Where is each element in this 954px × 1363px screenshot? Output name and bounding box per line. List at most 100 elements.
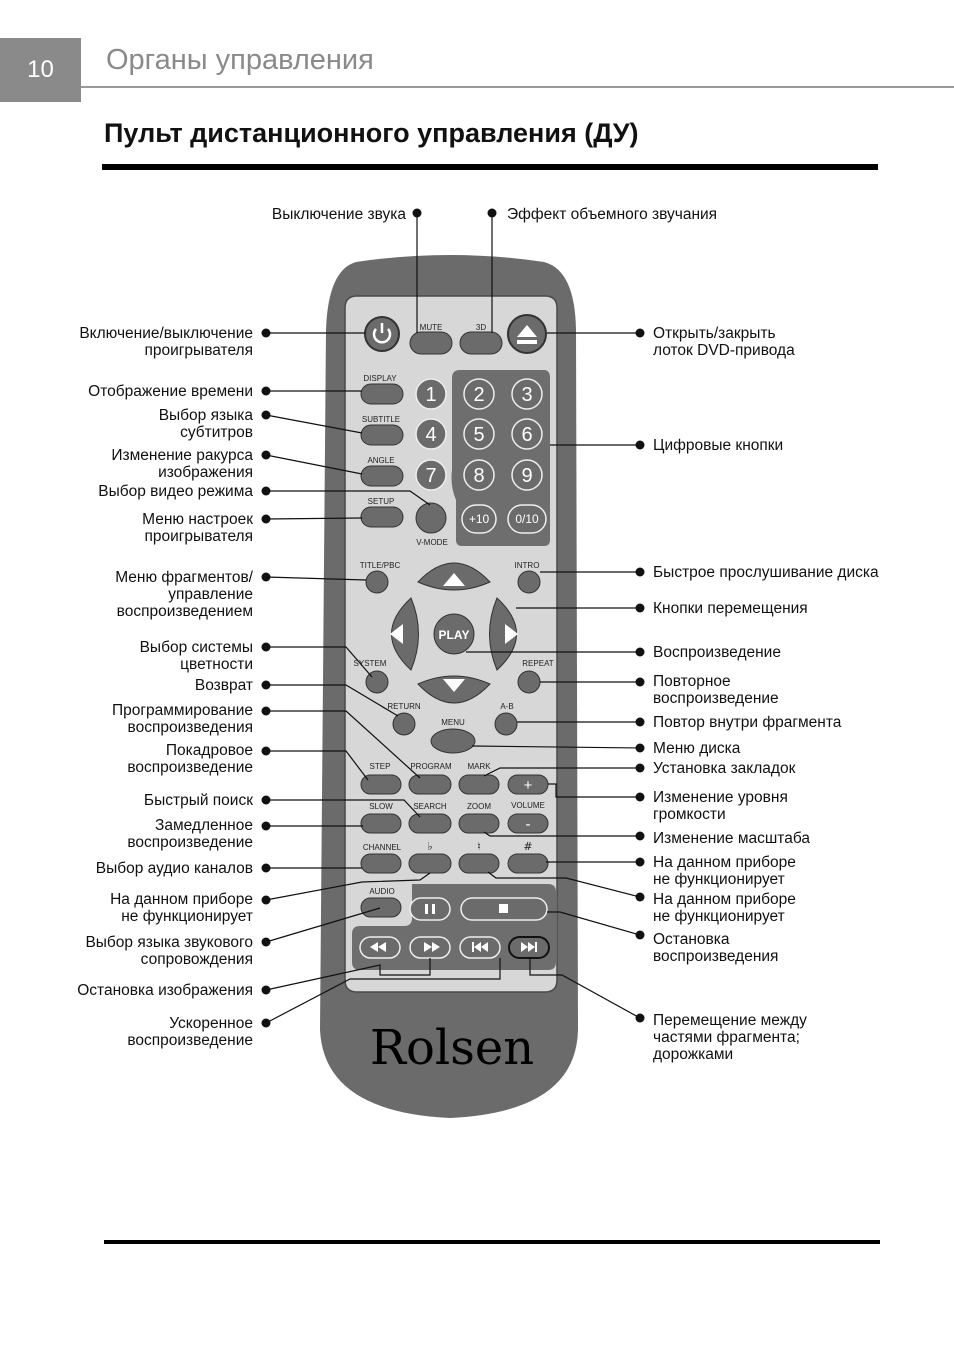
callout-left-14: Выбор аудио каналов (95, 860, 253, 877)
callout-left-8: Выбор системы цветности (139, 639, 253, 673)
step-button[interactable] (360, 774, 402, 795)
mute-button[interactable] (409, 331, 453, 355)
digit-5-button[interactable] (463, 418, 495, 450)
callout-left-9: Возврат (194, 677, 253, 694)
menu-label: MENU (441, 718, 465, 727)
mute-label: MUTE (420, 323, 443, 332)
return-button[interactable] (392, 712, 416, 736)
pause-icon (425, 904, 435, 914)
stop-icon (499, 904, 508, 913)
display-button[interactable] (360, 383, 404, 405)
digit-7-button[interactable] (415, 459, 447, 491)
menu-button[interactable] (430, 728, 476, 754)
digit-8-label: 8 (473, 465, 484, 487)
callout-left-12: Быстрый поиск (143, 792, 253, 809)
setup-button[interactable] (360, 506, 404, 528)
subtitle-button[interactable] (360, 424, 404, 446)
callout-right-14: Остановка воспроизведения (653, 931, 779, 965)
callout-left-18: Ускоренное воспроизведение (127, 1015, 253, 1049)
play-button[interactable] (433, 613, 475, 655)
digit-4-label: 4 (425, 424, 436, 446)
zoom-button[interactable] (458, 813, 500, 834)
callout-right-13: На данном приборе не функционирует (653, 891, 796, 925)
callout-right-9: Установка закладок (653, 760, 796, 777)
channel-button[interactable] (360, 853, 402, 874)
vmode-button[interactable] (415, 502, 447, 534)
callout-left-16: Выбор языка звукового сопровождения (85, 934, 253, 968)
bottom-rule (104, 1240, 880, 1244)
program-label: PROGRAM (410, 762, 452, 771)
section-title: Органы управления (106, 44, 374, 76)
plus10-button[interactable] (461, 504, 497, 534)
ab-button[interactable] (494, 712, 518, 736)
plus10-label: +10 (469, 512, 490, 526)
callout-right-10: Изменение уровня громкости (653, 789, 788, 823)
callout-left-11: Покадровое воспроизведение (127, 742, 253, 776)
play-label: PLAY (439, 628, 470, 642)
3d-button[interactable] (459, 331, 503, 355)
mark-label: MARK (467, 762, 491, 771)
zero10-button[interactable] (507, 504, 547, 534)
prev-icon (472, 942, 488, 952)
callout-surround: Эффект объемного звучания (507, 206, 718, 223)
callout-left-4: Изменение ракурса изображения (111, 447, 253, 481)
sharp-label: # (523, 840, 532, 853)
callout-right-4: Кнопки перемещения (653, 600, 808, 617)
title-pbc-button[interactable] (365, 570, 389, 594)
return-label: RETURN (387, 702, 421, 711)
setup-label: SETUP (368, 497, 395, 506)
callout-right-8: Меню диска (653, 740, 741, 757)
callout-right-5: Воспроизведение (653, 644, 781, 661)
callout-right-1: Открыть/закрыть лоток DVD-привода (653, 325, 795, 359)
mark-button[interactable] (458, 774, 500, 795)
vol-minus-label: - (526, 816, 531, 833)
digit-9-label: 9 (521, 465, 532, 487)
pause-button[interactable] (409, 897, 451, 921)
callout-left-1: Включение/выключение проигрывателя (79, 325, 253, 359)
volume-label: VOLUME (511, 801, 545, 810)
digit-5-label: 5 (473, 424, 484, 446)
digit-9-button[interactable] (511, 459, 543, 491)
program-button[interactable] (408, 774, 452, 795)
nav-left-button[interactable] (391, 597, 419, 671)
digit-8-button[interactable] (463, 459, 495, 491)
intro-label: INTRO (515, 561, 540, 570)
zero10-label: 0/10 (515, 512, 539, 526)
intro-button[interactable] (517, 570, 541, 594)
slow-button[interactable] (360, 813, 402, 834)
digit-4-button[interactable] (415, 418, 447, 450)
digit-6-label: 6 (521, 424, 532, 446)
callout-right-6: Повторное воспроизведение (653, 673, 779, 707)
natural-label: ♮ (477, 840, 481, 853)
page-number: 10 (0, 38, 81, 102)
rewind-icon (370, 942, 386, 952)
brand-logo: Rolsen (370, 1020, 534, 1076)
flat-button[interactable] (408, 853, 452, 874)
natural-button[interactable] (458, 853, 500, 874)
callout-left-6: Меню настроек проигрывателя (142, 511, 253, 545)
callout-left-15: На данном приборе не функционирует (110, 891, 253, 925)
angle-label: ANGLE (367, 456, 394, 465)
digit-panel (451, 370, 550, 546)
arrow-left-icon (390, 624, 403, 644)
search-label: SEARCH (413, 802, 447, 811)
zoom-label: ZOOM (467, 802, 491, 811)
digit-2-button[interactable] (463, 378, 495, 410)
digit-6-button[interactable] (511, 418, 543, 450)
repeat-button[interactable] (517, 670, 541, 694)
angle-button[interactable] (360, 465, 404, 487)
repeat-label: REPEAT (522, 659, 554, 668)
sharp-button[interactable] (507, 853, 549, 874)
vol-minus-button[interactable] (507, 813, 549, 834)
power-button[interactable] (364, 316, 400, 352)
digit-1-button[interactable] (415, 378, 447, 410)
audio-label: AUDIO (369, 887, 394, 896)
digit-3-button[interactable] (511, 378, 543, 410)
callout-right-7: Повтор внутри фрагмента (653, 714, 842, 731)
search-button[interactable] (408, 813, 452, 834)
audio-button[interactable] (360, 897, 402, 918)
digit-1-label: 1 (425, 384, 436, 406)
step-label: STEP (370, 762, 391, 771)
